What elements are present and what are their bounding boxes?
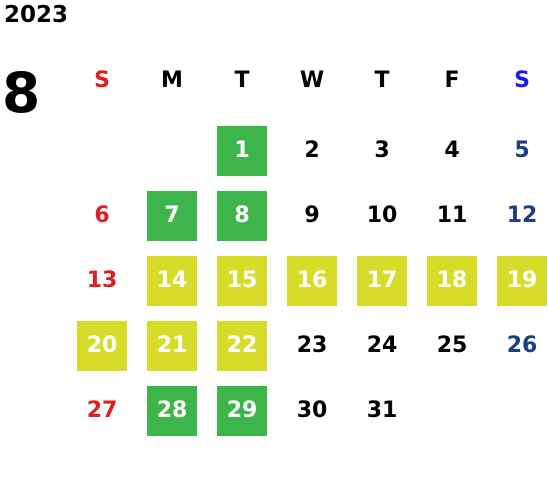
weekday-header-tue: T xyxy=(234,68,250,93)
day-cell[interactable]: 25 xyxy=(436,333,468,358)
day-cell[interactable]: 27 xyxy=(86,398,118,423)
calendar-year: 2023 xyxy=(4,2,69,28)
day-cell[interactable]: 29 xyxy=(217,386,267,436)
day-cell[interactable]: 12 xyxy=(506,203,538,228)
day-cell[interactable]: 1 xyxy=(217,126,267,176)
day-cell[interactable]: 9 xyxy=(304,203,320,228)
weekday-header-wed: W xyxy=(299,68,325,93)
weekday-header-sat: S xyxy=(514,68,530,93)
day-cell[interactable]: 16 xyxy=(287,256,337,306)
day-cell[interactable]: 20 xyxy=(77,321,127,371)
weekday-header-sun: S xyxy=(94,68,110,93)
empty-day-cell xyxy=(497,386,547,436)
day-cell[interactable]: 22 xyxy=(217,321,267,371)
day-cell[interactable]: 14 xyxy=(147,256,197,306)
day-cell[interactable]: 6 xyxy=(94,203,110,228)
day-cell[interactable]: 30 xyxy=(296,398,328,423)
day-cell[interactable]: 2 xyxy=(304,138,320,163)
day-cell[interactable]: 28 xyxy=(147,386,197,436)
weekday-header-fri: F xyxy=(444,68,460,93)
day-cell[interactable]: 3 xyxy=(374,138,390,163)
weekday-header-thu: T xyxy=(374,68,390,93)
day-cell[interactable]: 31 xyxy=(366,398,398,423)
day-cell[interactable]: 23 xyxy=(296,333,328,358)
day-cell[interactable]: 11 xyxy=(436,203,468,228)
day-cell[interactable]: 21 xyxy=(147,321,197,371)
day-cell[interactable]: 13 xyxy=(86,268,118,293)
empty-day-cell xyxy=(427,386,477,436)
day-cell[interactable]: 4 xyxy=(444,138,460,163)
day-cell[interactable]: 24 xyxy=(366,333,398,358)
day-cell[interactable]: 5 xyxy=(514,138,530,163)
weekday-header-mon: M xyxy=(161,68,183,93)
day-cell[interactable]: 17 xyxy=(357,256,407,306)
calendar-month: 8 xyxy=(2,61,41,125)
day-cell[interactable]: 26 xyxy=(506,333,538,358)
day-cell[interactable]: 19 xyxy=(497,256,547,306)
day-cell[interactable]: 7 xyxy=(147,191,197,241)
day-cell[interactable]: 15 xyxy=(217,256,267,306)
empty-day-cell xyxy=(77,126,127,176)
day-cell[interactable]: 8 xyxy=(217,191,267,241)
day-cell[interactable]: 10 xyxy=(366,203,398,228)
empty-day-cell xyxy=(147,126,197,176)
day-cell[interactable]: 18 xyxy=(427,256,477,306)
